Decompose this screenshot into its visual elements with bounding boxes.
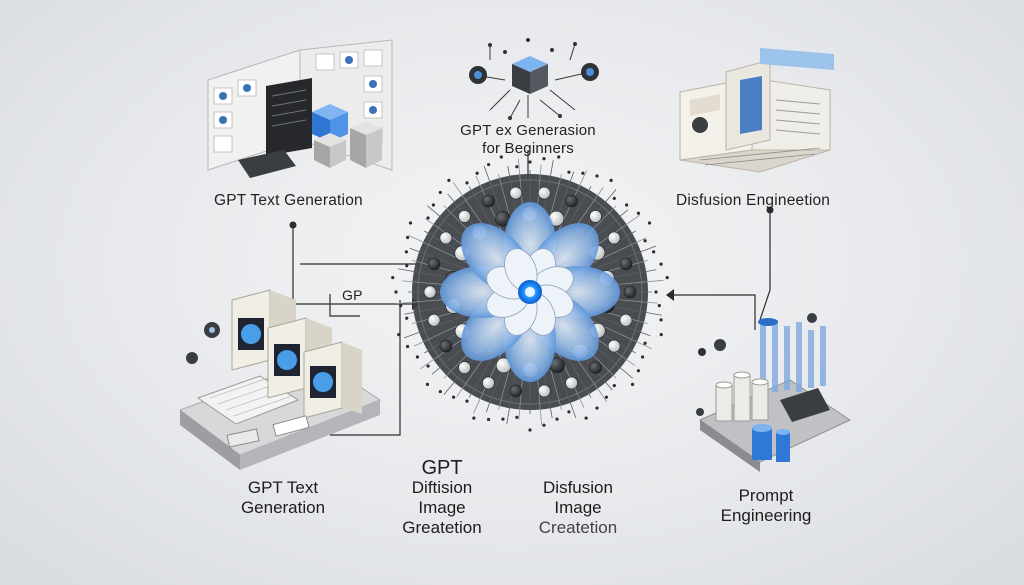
network-node bbox=[565, 194, 578, 208]
network-node bbox=[619, 313, 633, 327]
network-node bbox=[458, 361, 471, 374]
network-node bbox=[565, 376, 578, 390]
label-top-center: GPT ex Generasion for Beginners bbox=[438, 122, 618, 158]
network-node bbox=[509, 384, 523, 398]
label-bottom-3: Disfusion Image Createtion bbox=[508, 478, 648, 538]
network-node bbox=[537, 186, 551, 200]
network-node bbox=[589, 361, 602, 374]
label-bottom-4-line1: Prompt bbox=[738, 486, 794, 505]
connector-left-top bbox=[292, 225, 412, 305]
label-bottom-4-line2: Engineering bbox=[720, 506, 812, 525]
label-bottom-1-line2: Generation bbox=[240, 498, 326, 517]
label-bottom-2-line3: Image bbox=[418, 498, 466, 517]
label-bottom-2: GPT Diftision Image Greatetion bbox=[372, 458, 512, 538]
connector-right-bottom bbox=[670, 294, 756, 330]
label-bottom-3-line3: Createtion bbox=[538, 518, 618, 537]
label-bottom-2-line4: Greatetion bbox=[402, 518, 482, 537]
label-bottom-2-line1: GPT bbox=[421, 457, 463, 479]
network-node bbox=[537, 384, 551, 398]
network-node bbox=[623, 285, 637, 299]
connector-right-top bbox=[759, 210, 771, 321]
label-top-right: Disfusion Engineetion bbox=[676, 192, 831, 209]
label-bottom-1-line1: GPT Text bbox=[247, 478, 319, 497]
label-bottom-2-line2: Diftision bbox=[411, 478, 473, 497]
network-node bbox=[423, 285, 437, 299]
network-node bbox=[439, 231, 453, 245]
network-node bbox=[509, 186, 523, 200]
label-mid-small: GP bbox=[342, 287, 363, 303]
network-node bbox=[482, 376, 495, 390]
network-node bbox=[607, 231, 621, 245]
network-node bbox=[589, 210, 602, 223]
label-bottom-1: GPT Text Generation bbox=[208, 478, 358, 518]
label-bottom-3-line1: Disfusion bbox=[543, 478, 613, 497]
label-bottom-4: Prompt Engineering bbox=[696, 486, 836, 526]
label-top-left: GPT Text Generation bbox=[214, 192, 363, 209]
label-bottom-3-line2: Image bbox=[554, 498, 602, 517]
label-top-center-line1: GPT ex Generasion bbox=[460, 122, 596, 139]
network-node bbox=[427, 257, 441, 271]
network-node bbox=[458, 210, 471, 223]
network-node bbox=[607, 339, 621, 353]
network-node bbox=[619, 257, 633, 271]
network-node bbox=[427, 313, 441, 327]
network-node bbox=[439, 339, 453, 353]
network-node bbox=[482, 194, 495, 208]
connector-left-bottom bbox=[330, 300, 401, 436]
label-top-center-line2: for Beginners bbox=[482, 140, 574, 157]
